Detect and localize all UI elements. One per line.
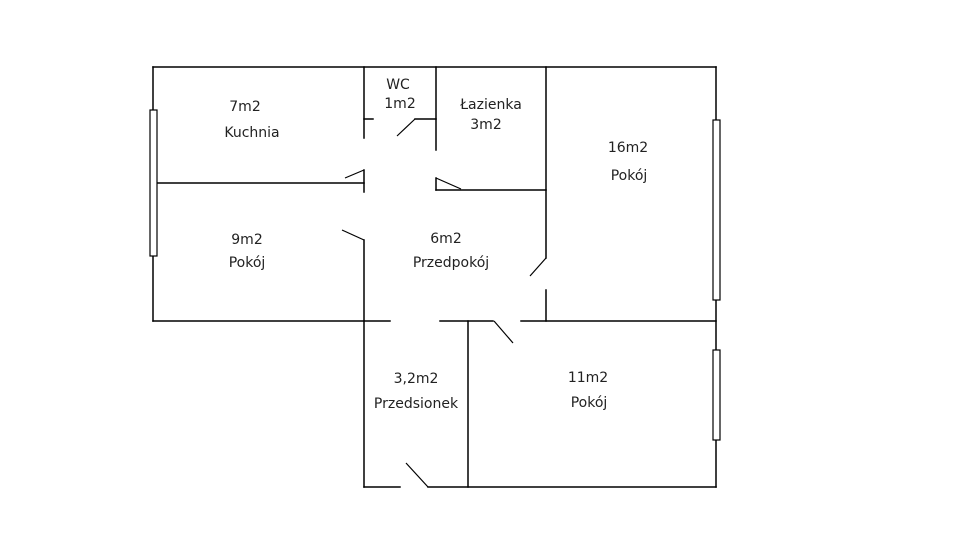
door-wc bbox=[396, 118, 416, 137]
window-east-upper bbox=[712, 119, 721, 301]
room-przedpokoj-name: Przedpokój bbox=[412, 255, 490, 271]
room-wc-area: 1m2 bbox=[384, 96, 416, 112]
door-pokoj-11 bbox=[493, 320, 514, 344]
room-przedpokoj-area: 6m2 bbox=[430, 231, 462, 247]
room-kuchnia-name: Kuchnia bbox=[224, 125, 280, 141]
room-pokoj-9-area: 9m2 bbox=[231, 232, 263, 248]
room-wc-name: WC bbox=[386, 77, 410, 93]
door-kuchnia bbox=[344, 169, 365, 179]
room-pokoj-9-name: Pokój bbox=[228, 255, 266, 271]
room-pokoj-11-name: Pokój bbox=[570, 395, 608, 411]
room-lazienka-area: 3m2 bbox=[470, 117, 502, 133]
door-pokoj-9 bbox=[341, 229, 365, 241]
room-przedsionek-name: Przedsionek bbox=[373, 396, 459, 412]
door-entrance bbox=[405, 462, 429, 488]
room-przedsionek-area: 3,2m2 bbox=[393, 371, 439, 387]
window-west bbox=[149, 109, 158, 257]
windows bbox=[149, 109, 721, 441]
doors bbox=[341, 118, 547, 488]
room-pokoj-11-area: 11m2 bbox=[567, 370, 609, 386]
window-east-lower bbox=[712, 349, 721, 441]
room-lazienka-name: Łazienka bbox=[460, 97, 522, 113]
interior-walls bbox=[152, 66, 547, 488]
room-pokoj-16-name: Pokój bbox=[610, 168, 648, 184]
room-kuchnia-area: 7m2 bbox=[229, 99, 261, 115]
room-pokoj-16-area: 16m2 bbox=[607, 140, 649, 156]
door-pokoj-16 bbox=[529, 257, 547, 277]
door-lazienka bbox=[435, 177, 462, 190]
